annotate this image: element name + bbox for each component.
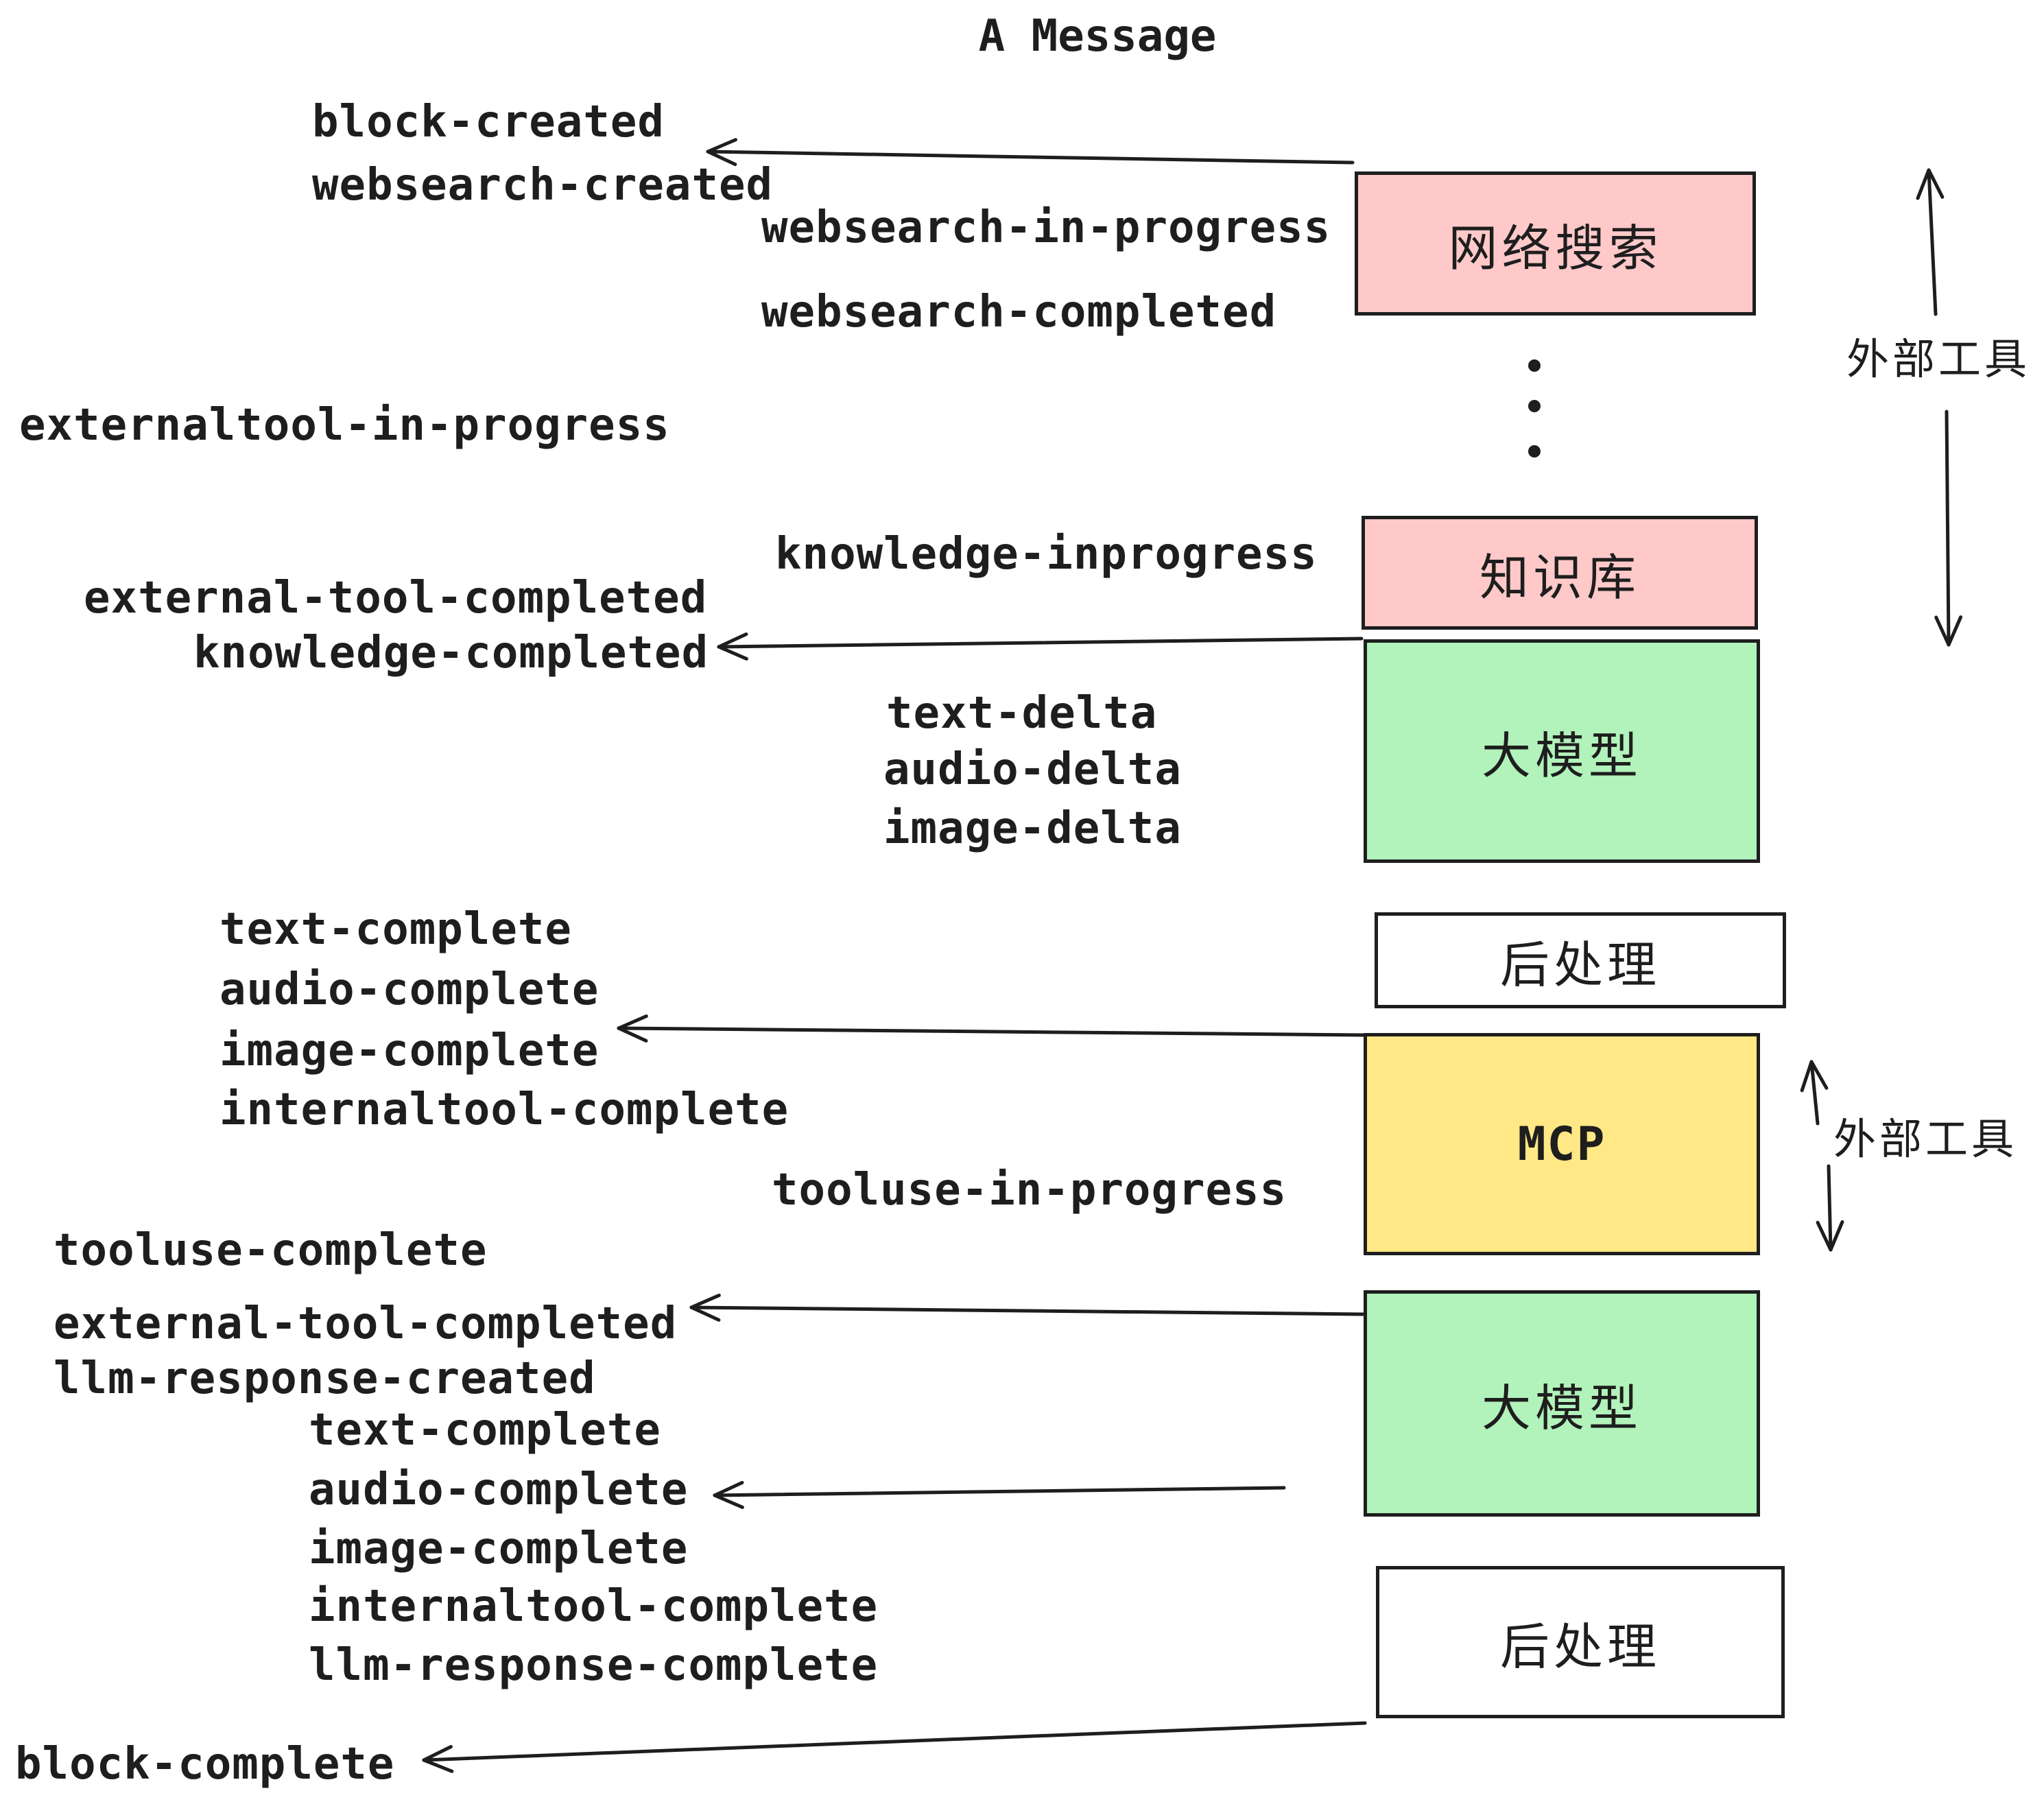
event-label-tooluse-complete: tooluse-complete: [54, 1225, 488, 1276]
arrow-to-block-created: [706, 138, 1355, 167]
arrow-to-image-complete: [617, 1014, 1367, 1043]
box-llm-2: 大模型: [1364, 1290, 1760, 1517]
event-label-externaltool-in-progress: externaltool-in-progress: [19, 400, 670, 451]
box-post-2: 后处理: [1376, 1566, 1785, 1718]
arrow-to-block-complete: [422, 1721, 1367, 1773]
event-label-websearch-created: websearch-created: [312, 160, 774, 211]
external-tools-top-up-arrow: [1916, 168, 1945, 316]
event-label-knowledge-inprogress: knowledge-inprogress: [775, 529, 1318, 580]
box-label-llm-2: 大模型: [1481, 1381, 1642, 1436]
arrow-to-tooluse-complete: [689, 1293, 1366, 1322]
event-label-text-complete-2: text-complete: [309, 1405, 661, 1456]
event-label-llm-response-created: llm-response-created: [54, 1353, 596, 1404]
box-websearch: 网络搜索: [1355, 171, 1756, 316]
external-tools-mcp-down-arrow: [1816, 1164, 1844, 1252]
box-post-1: 后处理: [1375, 912, 1786, 1008]
event-label-tooluse-in-progress: tooluse-in-progress: [772, 1165, 1287, 1215]
event-label-audio-complete-1: audio-complete: [219, 964, 599, 1015]
event-label-audio-complete-2: audio-complete: [309, 1464, 689, 1515]
box-mcp: MCP: [1364, 1033, 1760, 1255]
event-label-knowledge-completed: knowledge-completed: [193, 628, 709, 678]
event-label-external-tool-completed-1: external-tool-completed: [84, 573, 708, 624]
box-label-mcp: MCP: [1517, 1117, 1606, 1172]
ellipsis-dot: [1528, 400, 1541, 412]
event-label-block-complete: block-complete: [15, 1739, 395, 1790]
event-label-image-delta-1: image-delta: [883, 803, 1182, 854]
annotation-external-tools-top: 外部工具: [1846, 336, 2031, 383]
arrow-to-knowledge-completed: [717, 632, 1364, 661]
event-label-text-complete-1: text-complete: [219, 904, 572, 955]
event-label-audio-delta-1: audio-delta: [883, 744, 1182, 795]
box-llm-1: 大模型: [1364, 639, 1760, 863]
event-label-external-tool-completed-2: external-tool-completed: [54, 1298, 678, 1349]
box-label-post-1: 后处理: [1499, 938, 1661, 993]
box-label-llm-1: 大模型: [1481, 728, 1642, 784]
arrow-to-audio-complete: [713, 1481, 1286, 1509]
event-label-internaltool-complete-1: internaltool-complete: [219, 1084, 789, 1135]
diagram-title: A Message: [978, 11, 1217, 62]
external-tools-mcp-up-arrow: [1800, 1060, 1829, 1126]
external-tools-top-down-arrow: [1934, 410, 1963, 647]
annotation-external-tools-mcp: 外部工具: [1833, 1116, 2018, 1163]
ellipsis-dot: [1528, 359, 1541, 372]
event-label-internaltool-complete-2: internaltool-complete: [309, 1581, 879, 1632]
event-label-block-created: block-created: [312, 97, 665, 147]
ellipsis-dot: [1528, 445, 1541, 458]
event-label-llm-response-complete: llm-response-complete: [309, 1640, 879, 1691]
event-label-image-complete-1: image-complete: [219, 1025, 599, 1076]
box-knowledge: 知识库: [1362, 516, 1758, 630]
box-label-websearch: 网络搜索: [1448, 221, 1663, 276]
event-label-websearch-in-progress: websearch-in-progress: [761, 202, 1331, 253]
box-label-post-2: 后处理: [1499, 1619, 1661, 1675]
event-label-image-complete-2: image-complete: [309, 1523, 689, 1574]
event-label-websearch-completed: websearch-completed: [761, 287, 1277, 337]
box-label-knowledge: 知识库: [1479, 550, 1640, 606]
event-label-text-delta-1: text-delta: [886, 688, 1158, 739]
